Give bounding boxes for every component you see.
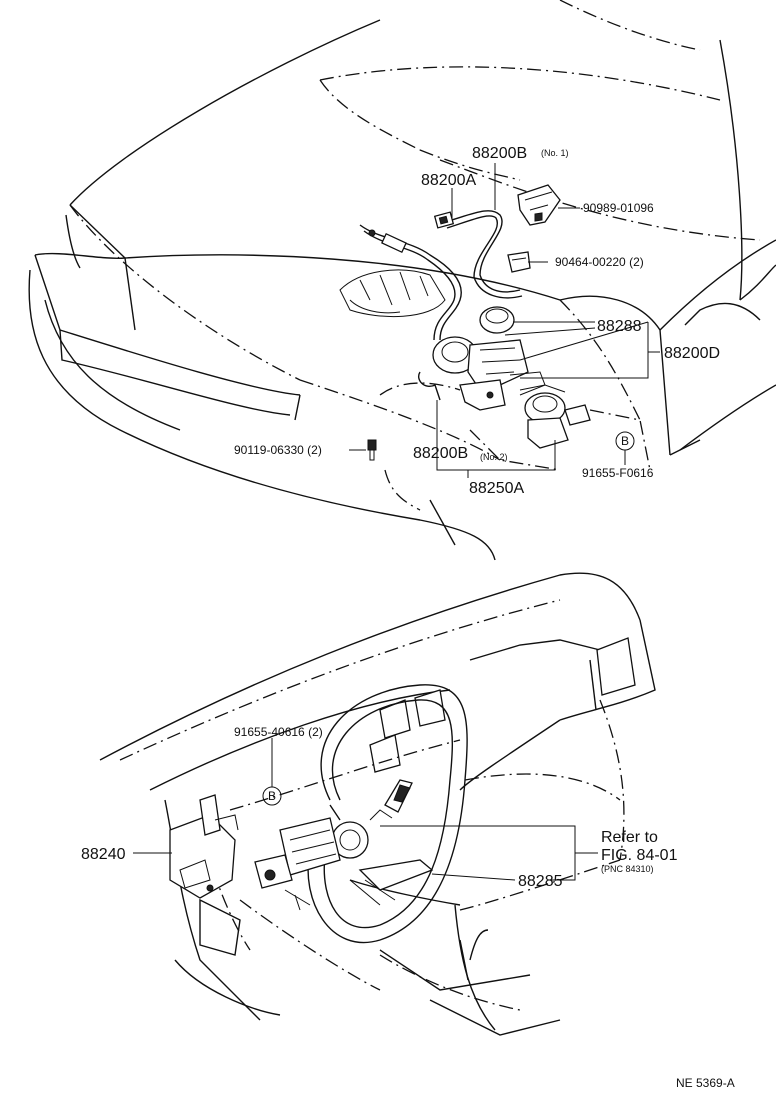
cable-end-connector-icon <box>368 229 407 254</box>
refer-to-line2: FIG. 84-01 <box>601 847 678 864</box>
label-91655-40616: 91655-40616 (2) <box>234 725 323 739</box>
actuator-88288-icon <box>432 306 546 411</box>
label-no1: (No. 1) <box>541 148 569 158</box>
bracket-90989-icon <box>517 184 561 226</box>
label-88240: 88240 <box>81 846 126 863</box>
label-91655-F0616: 91655-F0616 <box>582 466 654 480</box>
actuator-88200B-no2-icon <box>519 384 591 449</box>
steering-wheel <box>307 684 468 943</box>
label-88200B-no1: 88200B <box>472 145 527 162</box>
engine-block <box>339 269 446 317</box>
combination-switch-88285-icon <box>254 779 434 911</box>
bolt-90119-icon <box>367 439 377 461</box>
label-88288: 88288 <box>597 318 642 335</box>
leader-lines-bottom <box>133 738 598 881</box>
b-marker-top: B <box>615 431 635 451</box>
refer-to-line3: (PNC 84310) <box>601 864 654 874</box>
label-88200D: 88200D <box>664 345 720 362</box>
bracket-88240-icon <box>169 794 239 899</box>
b-marker-bottom: B <box>262 786 282 806</box>
hood-dashed-outline <box>69 0 761 511</box>
refer-to-line1: Refer to <box>601 829 658 846</box>
dashboard-outline <box>99 572 656 1036</box>
dashboard-dashed-lines <box>119 599 625 1011</box>
label-90989-01096: 90989-01096 <box>583 201 654 215</box>
label-88200A: 88200A <box>421 172 476 189</box>
figure-code: NE 5369-A <box>676 1076 735 1090</box>
label-no2: (No. 2) <box>480 452 508 462</box>
b-marker-top-label: B <box>621 434 629 448</box>
label-90119-06330: 90119-06330 (2) <box>234 443 322 457</box>
connector-88200A-icon <box>433 211 455 229</box>
leader-lines-top <box>349 163 660 478</box>
label-88250A: 88250A <box>469 480 524 497</box>
label-88200B-no2: 88200B <box>413 445 468 462</box>
car-front-outline <box>28 19 776 561</box>
label-90464-00220: 90464-00220 (2) <box>555 255 644 269</box>
clip-90464-icon <box>507 251 531 273</box>
b-marker-bottom-label: B <box>268 789 276 803</box>
label-88285: 88285 <box>518 873 563 890</box>
